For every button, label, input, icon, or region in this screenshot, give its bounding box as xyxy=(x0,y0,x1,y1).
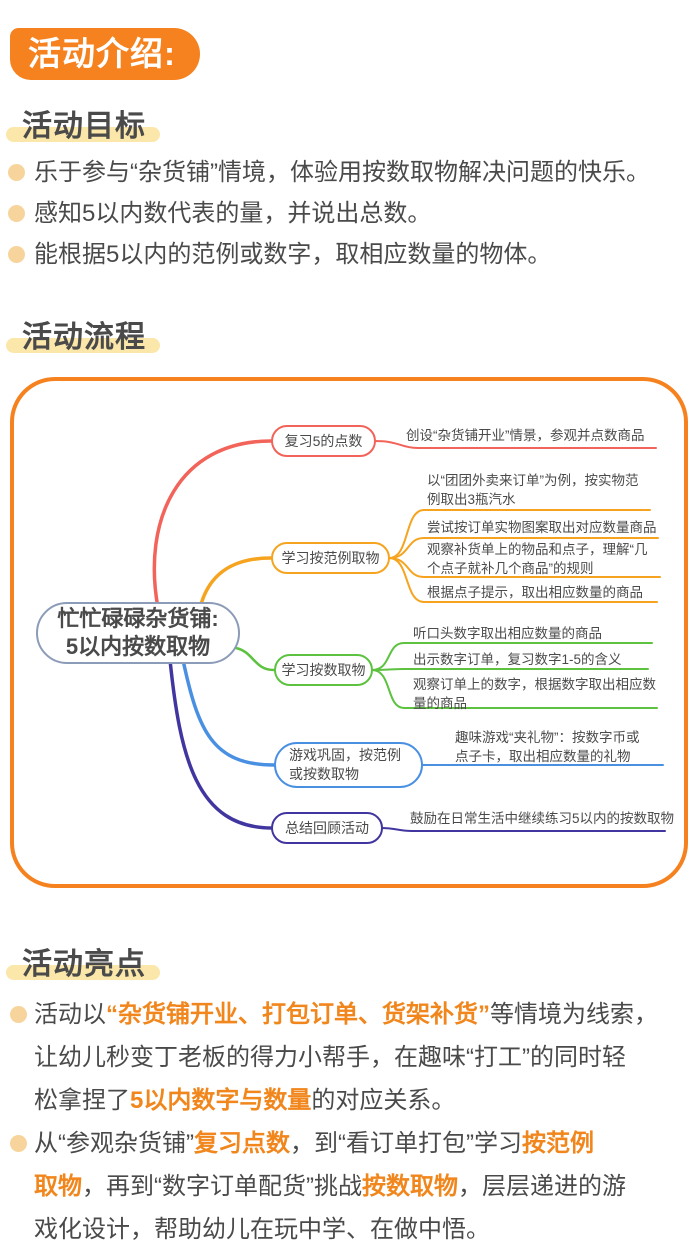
highlights-section-title: 活动亮点 xyxy=(22,948,146,981)
goal-item-text: 感知5以内数代表的量，并说出总数。 xyxy=(34,200,432,227)
bullet-dot-icon xyxy=(10,1006,27,1023)
mindmap-leaf: 听口头数字取出相应数量的商品 xyxy=(413,626,602,641)
mindmap-branch-node-bynumber: 学习按数取物 xyxy=(274,654,373,686)
process-section-title: 活动流程 xyxy=(22,321,146,354)
goal-item-text: 乐于参与“杂货铺”情境，体验用按数取物解决问题的快乐。 xyxy=(34,159,650,186)
mindmap-branch-node-review: 复习5的点数 xyxy=(271,425,376,457)
goal-item-text: 能根据5以内的范例或数字，取相应数量的物体。 xyxy=(34,241,552,268)
mindmap-branch-node-summary: 总结回顾活动 xyxy=(271,812,383,844)
mindmap-leaf: 根据点子提示，取出相应数量的商品 xyxy=(427,585,643,600)
mindmap-branch-node-game: 游戏巩固，按范例 或按数取物 xyxy=(274,742,423,788)
highlight-paragraph: 活动以“杂货铺开业、打包订单、货架补货”等情境为线索，让幼儿秒变丁老板的得力小帮… xyxy=(34,1001,658,1114)
intro-badge: 活动介绍: xyxy=(10,28,200,80)
goal-item: 能根据5以内的范例或数字，取相应数量的物体。 xyxy=(8,238,551,271)
bullet-dot-icon xyxy=(8,246,25,263)
mindmap-leaf: 以“团团外卖来订单”为例，按实物范 例取出3瓶汽水 xyxy=(427,473,639,507)
mindmap-leaf: 趣味游戏“夹礼物”：按数字币或 点子卡，取出相应数量的礼物 xyxy=(455,730,640,764)
goal-item: 乐于参与“杂货铺”情境，体验用按数取物解决问题的快乐。 xyxy=(8,156,650,189)
highlight-paragraph: 从“参观杂货铺”复习点数，到“看订单打包”学习按范例取物，再到“数字订单配货”挑… xyxy=(34,1130,626,1243)
mindmap-leaf: 鼓励在日常生活中继续练习5以内的按数取物 xyxy=(410,811,675,826)
bullet-dot-icon xyxy=(8,205,25,222)
mindmap-leaf: 观察订单上的数字，根据数字取出相应数 量的商品 xyxy=(413,677,656,711)
goals-section-title: 活动目标 xyxy=(22,110,146,143)
highlights-title-highlight-bar xyxy=(6,965,160,980)
mindmap-leaf: 尝试按订单实物图案取出对应数量商品 xyxy=(427,520,657,535)
bullet-dot-icon xyxy=(10,1135,27,1152)
bullet-dot-icon xyxy=(8,164,25,181)
goal-item: 感知5以内数代表的量，并说出总数。 xyxy=(8,197,431,230)
mindmap-root-node: 忙忙碌碌杂货铺: 5以内按数取物 xyxy=(36,602,240,664)
mindmap-branch-node-example: 学习按范例取物 xyxy=(271,542,390,574)
goals-title-highlight-bar xyxy=(6,127,160,142)
mindmap-leaf: 创设“杂货铺开业”情景，参观并点数商品 xyxy=(406,428,645,443)
mindmap-leaf: 观察补货单上的物品和点子，理解“几 个点子就补几个商品”的规则 xyxy=(427,542,648,576)
mindmap-leaf: 出示数字订单，复习数字1-5的含义 xyxy=(413,652,622,667)
process-title-highlight-bar xyxy=(6,338,160,353)
